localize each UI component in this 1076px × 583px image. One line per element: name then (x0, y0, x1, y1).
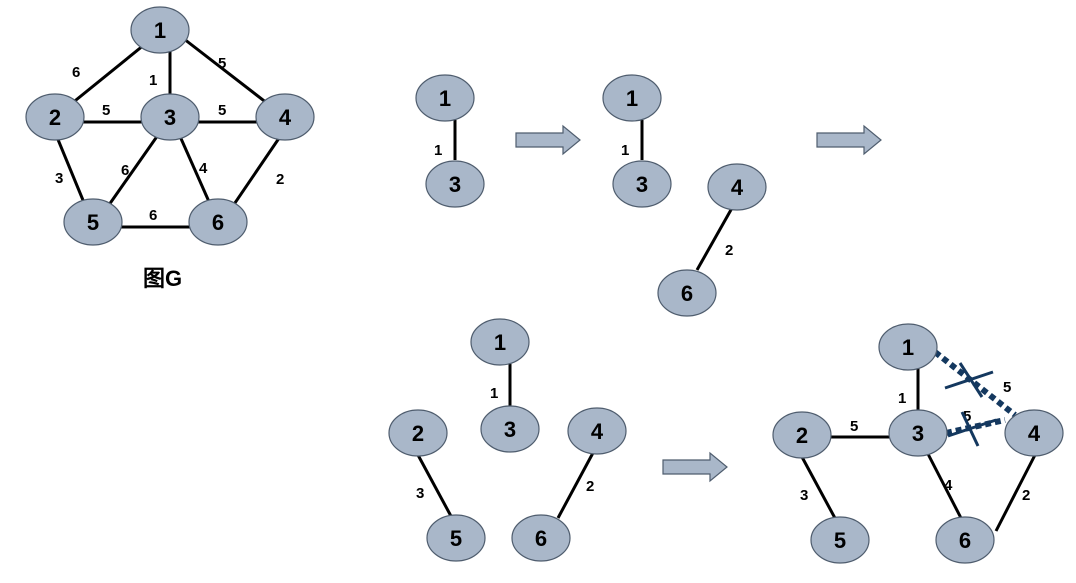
step2-node-3: 3 (612, 160, 672, 208)
svg-text:5: 5 (450, 526, 462, 551)
step3-weight-4-6: 2 (586, 478, 594, 495)
graph-g-node-4: 4 (255, 93, 315, 141)
step4-edge-2-5 (800, 456, 838, 521)
svg-text:6: 6 (681, 281, 693, 306)
svg-text:2: 2 (796, 423, 808, 448)
svg-text:4: 4 (591, 419, 604, 444)
svg-text:3: 3 (912, 421, 924, 446)
step1-weight-1-3: 1 (434, 142, 442, 159)
step4-edge-4-6 (994, 454, 1037, 532)
step2-weight-4-6: 2 (725, 242, 733, 259)
step4-node-3: 3 (888, 409, 948, 457)
arrow-right-1 (515, 124, 581, 156)
graph-g-node-1: 1 (130, 6, 190, 54)
weight-2-3: 5 (102, 102, 110, 119)
svg-text:1: 1 (439, 86, 451, 111)
step2-node-4: 4 (707, 163, 767, 211)
rejected-weight-1-4: 5 (1003, 379, 1011, 396)
step2-node-1: 1 (602, 74, 662, 122)
graph-g: 6 1 5 5 5 3 6 4 2 6 1 2 3 4 5 (25, 6, 315, 291)
step2-edge-4-6 (695, 207, 734, 271)
graph-g-node-2: 2 (25, 93, 85, 141)
svg-text:3: 3 (504, 417, 516, 442)
step4-node-4: 4 (1004, 409, 1064, 457)
step3-weight-2-5: 3 (416, 485, 424, 502)
graph-g-node-6: 6 (188, 198, 248, 246)
weight-3-4: 5 (218, 102, 226, 119)
svg-text:1: 1 (154, 18, 166, 43)
step4-node-1: 1 (878, 323, 938, 371)
step3-node-1: 1 (470, 318, 530, 366)
rejected-weight-3-4: 5 (963, 408, 971, 425)
weight-4-6: 2 (276, 171, 284, 188)
step4-node-6: 6 (935, 516, 995, 564)
step1-node-3: 3 (425, 160, 485, 208)
step3-node-2: 2 (388, 409, 448, 457)
step4-weight-2-3: 5 (850, 418, 858, 435)
step4-weight-3-6: 4 (944, 477, 953, 494)
step4-edge-3-6 (925, 451, 964, 521)
svg-text:3: 3 (164, 105, 176, 130)
svg-text:2: 2 (412, 421, 424, 446)
step-1: 1 1 3 (415, 74, 485, 208)
step4-node-2: 2 (772, 411, 832, 459)
svg-text:2: 2 (49, 105, 61, 130)
cross-mark-3-4-b (947, 418, 997, 438)
weight-1-4: 5 (218, 55, 226, 72)
step2-node-6: 6 (657, 269, 717, 317)
weight-1-3: 1 (149, 72, 157, 89)
svg-text:1: 1 (494, 330, 506, 355)
step3-node-4: 4 (567, 407, 627, 455)
svg-text:3: 3 (449, 172, 461, 197)
svg-text:6: 6 (959, 528, 971, 553)
svg-text:4: 4 (731, 175, 744, 200)
step-4: 1 5 3 4 2 5 5 1 2 3 4 (772, 323, 1064, 564)
svg-text:6: 6 (535, 526, 547, 551)
figure-caption: 图G (143, 266, 182, 291)
weight-3-5: 6 (121, 162, 129, 179)
step3-weight-1-3: 1 (490, 385, 498, 402)
step3-node-5: 5 (426, 514, 486, 562)
step3-edge-4-6 (556, 450, 596, 519)
step3-node-3: 3 (480, 405, 540, 453)
svg-text:6: 6 (212, 210, 224, 235)
svg-text:5: 5 (834, 528, 846, 553)
step1-node-1: 1 (415, 74, 475, 122)
svg-text:1: 1 (626, 86, 638, 111)
graph-g-node-3: 3 (140, 93, 200, 141)
step4-node-5: 5 (810, 516, 870, 564)
step3-edge-2-5 (416, 454, 454, 519)
arrow-right-2 (816, 124, 882, 156)
weight-5-6: 6 (149, 207, 157, 224)
weight-1-2: 6 (72, 64, 80, 81)
step2-weight-1-3: 1 (621, 142, 629, 159)
step-2: 1 2 1 3 4 6 (602, 74, 767, 317)
svg-text:1: 1 (902, 335, 914, 360)
step3-node-6: 6 (511, 514, 571, 562)
step4-weight-2-5: 3 (800, 487, 808, 504)
weight-3-6: 4 (199, 160, 208, 177)
cross-mark-1-4-b (944, 370, 994, 390)
svg-text:5: 5 (87, 210, 99, 235)
step4-weight-4-6: 2 (1022, 487, 1030, 504)
step4-weight-1-3: 1 (898, 390, 906, 407)
arrow-right-3 (662, 451, 728, 483)
svg-text:4: 4 (1028, 421, 1041, 446)
step-3: 1 3 2 1 3 2 4 5 6 (388, 318, 627, 562)
svg-text:4: 4 (279, 105, 292, 130)
weight-2-5: 3 (55, 170, 63, 187)
graph-g-node-5: 5 (63, 198, 123, 246)
svg-text:3: 3 (636, 172, 648, 197)
